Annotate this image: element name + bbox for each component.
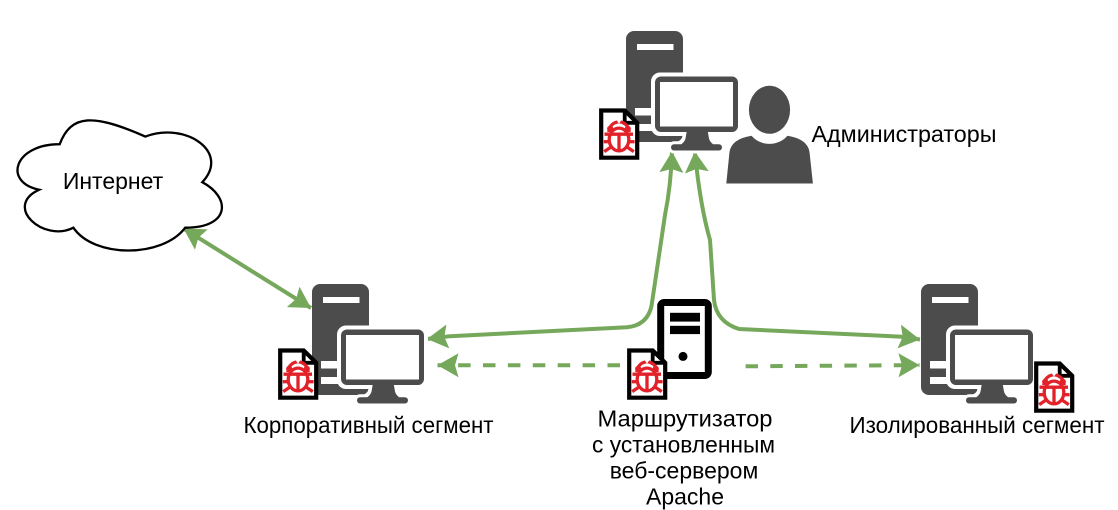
svg-text:Маршрутизатор: Маршрутизатор [598, 406, 773, 432]
svg-text:Изолированный сегмент: Изолированный сегмент [850, 412, 1105, 438]
svg-text:Корпоративный сегмент: Корпоративный сегмент [244, 412, 494, 438]
svg-text:веб-сервером: веб-сервером [610, 458, 759, 484]
svg-text:Интернет: Интернет [63, 168, 164, 194]
svg-text:с установленным: с установленным [592, 432, 775, 458]
svg-text:Apache: Apache [646, 484, 724, 510]
svg-text:Администраторы: Администраторы [812, 121, 997, 147]
